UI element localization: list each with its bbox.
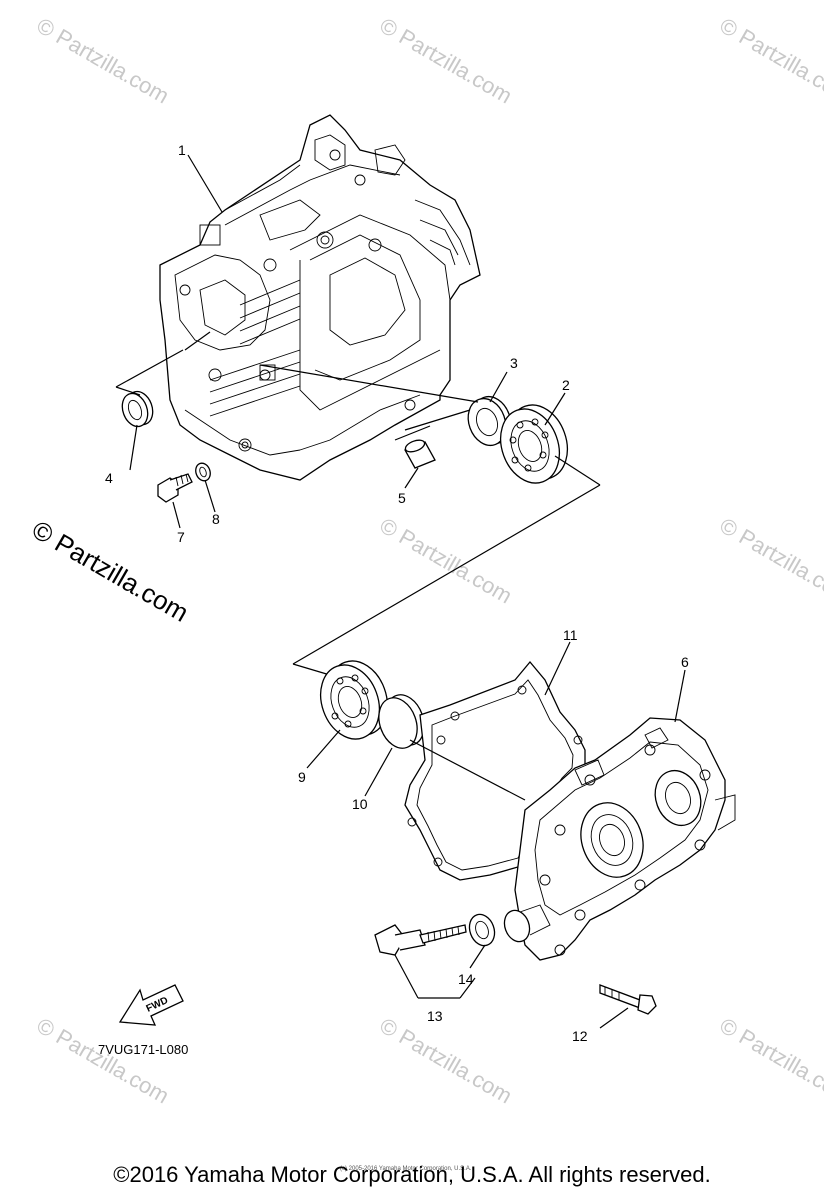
part-13-dipstick <box>374 924 467 956</box>
oil-filler-neck <box>503 904 551 943</box>
part-9-bearing <box>320 660 388 740</box>
part-3-oil-seal <box>467 395 512 447</box>
watermark-faint: © Partzilla.com <box>376 1013 517 1109</box>
part-labels: 1 2 3 4 5 6 7 8 9 10 11 12 13 14 <box>105 142 689 1044</box>
label-part-9: 9 <box>298 769 306 785</box>
label-part-7: 7 <box>177 529 185 545</box>
watermark-faint: © Partzilla.com <box>376 513 517 609</box>
label-part-8: 8 <box>212 511 220 527</box>
leader-lines-lower <box>306 641 686 1029</box>
label-part-11: 11 <box>563 627 578 643</box>
label-part-3: 3 <box>510 355 518 371</box>
part-7-drain-bolt <box>157 473 193 503</box>
part-2-bearing <box>500 404 568 484</box>
faint-watermarks: © Partzilla.com © Partzilla.com © Partzi… <box>33 13 824 1109</box>
part-10-plug <box>378 694 425 749</box>
crankcase-upper <box>159 114 481 481</box>
label-part-10: 10 <box>352 796 368 812</box>
copyright-notice: ©2016 Yamaha Motor Corporation, U.S.A. A… <box>113 1162 711 1187</box>
label-part-4: 4 <box>105 470 113 486</box>
label-part-12: 12 <box>572 1028 588 1044</box>
small-copyright: (c) 2005-2016 Yamaha Motor Corporation, … <box>340 1166 472 1172</box>
watermark-faint: © Partzilla.com <box>716 13 824 109</box>
label-part-5: 5 <box>398 490 406 506</box>
leader-lines-upper <box>115 154 601 679</box>
label-part-6: 6 <box>681 654 689 670</box>
diagram-code: 7VUG171-L080 <box>98 1042 188 1057</box>
part-4-oil-seal <box>121 390 154 428</box>
part-5-dowel-pin <box>404 439 436 469</box>
part-12-bolt <box>599 984 657 1015</box>
label-part-13: 13 <box>427 1008 443 1024</box>
watermark-faint: © Partzilla.com <box>33 13 174 109</box>
watermark-faint: © Partzilla.com <box>376 13 517 109</box>
watermark-faint: © Partzilla.com <box>716 513 824 609</box>
watermark-faint: © Partzilla.com <box>33 1013 174 1109</box>
label-part-2: 2 <box>562 377 570 393</box>
watermark-main: © Partzilla.com <box>27 514 194 628</box>
label-part-1: 1 <box>178 142 186 158</box>
part-6-crankcase-cover <box>514 717 736 961</box>
watermark-faint: © Partzilla.com <box>716 1013 824 1109</box>
part-14-washer <box>468 913 496 947</box>
fwd-arrow-icon: FWD <box>118 984 184 1026</box>
part-8-washer <box>195 462 211 482</box>
label-part-14: 14 <box>458 971 474 987</box>
